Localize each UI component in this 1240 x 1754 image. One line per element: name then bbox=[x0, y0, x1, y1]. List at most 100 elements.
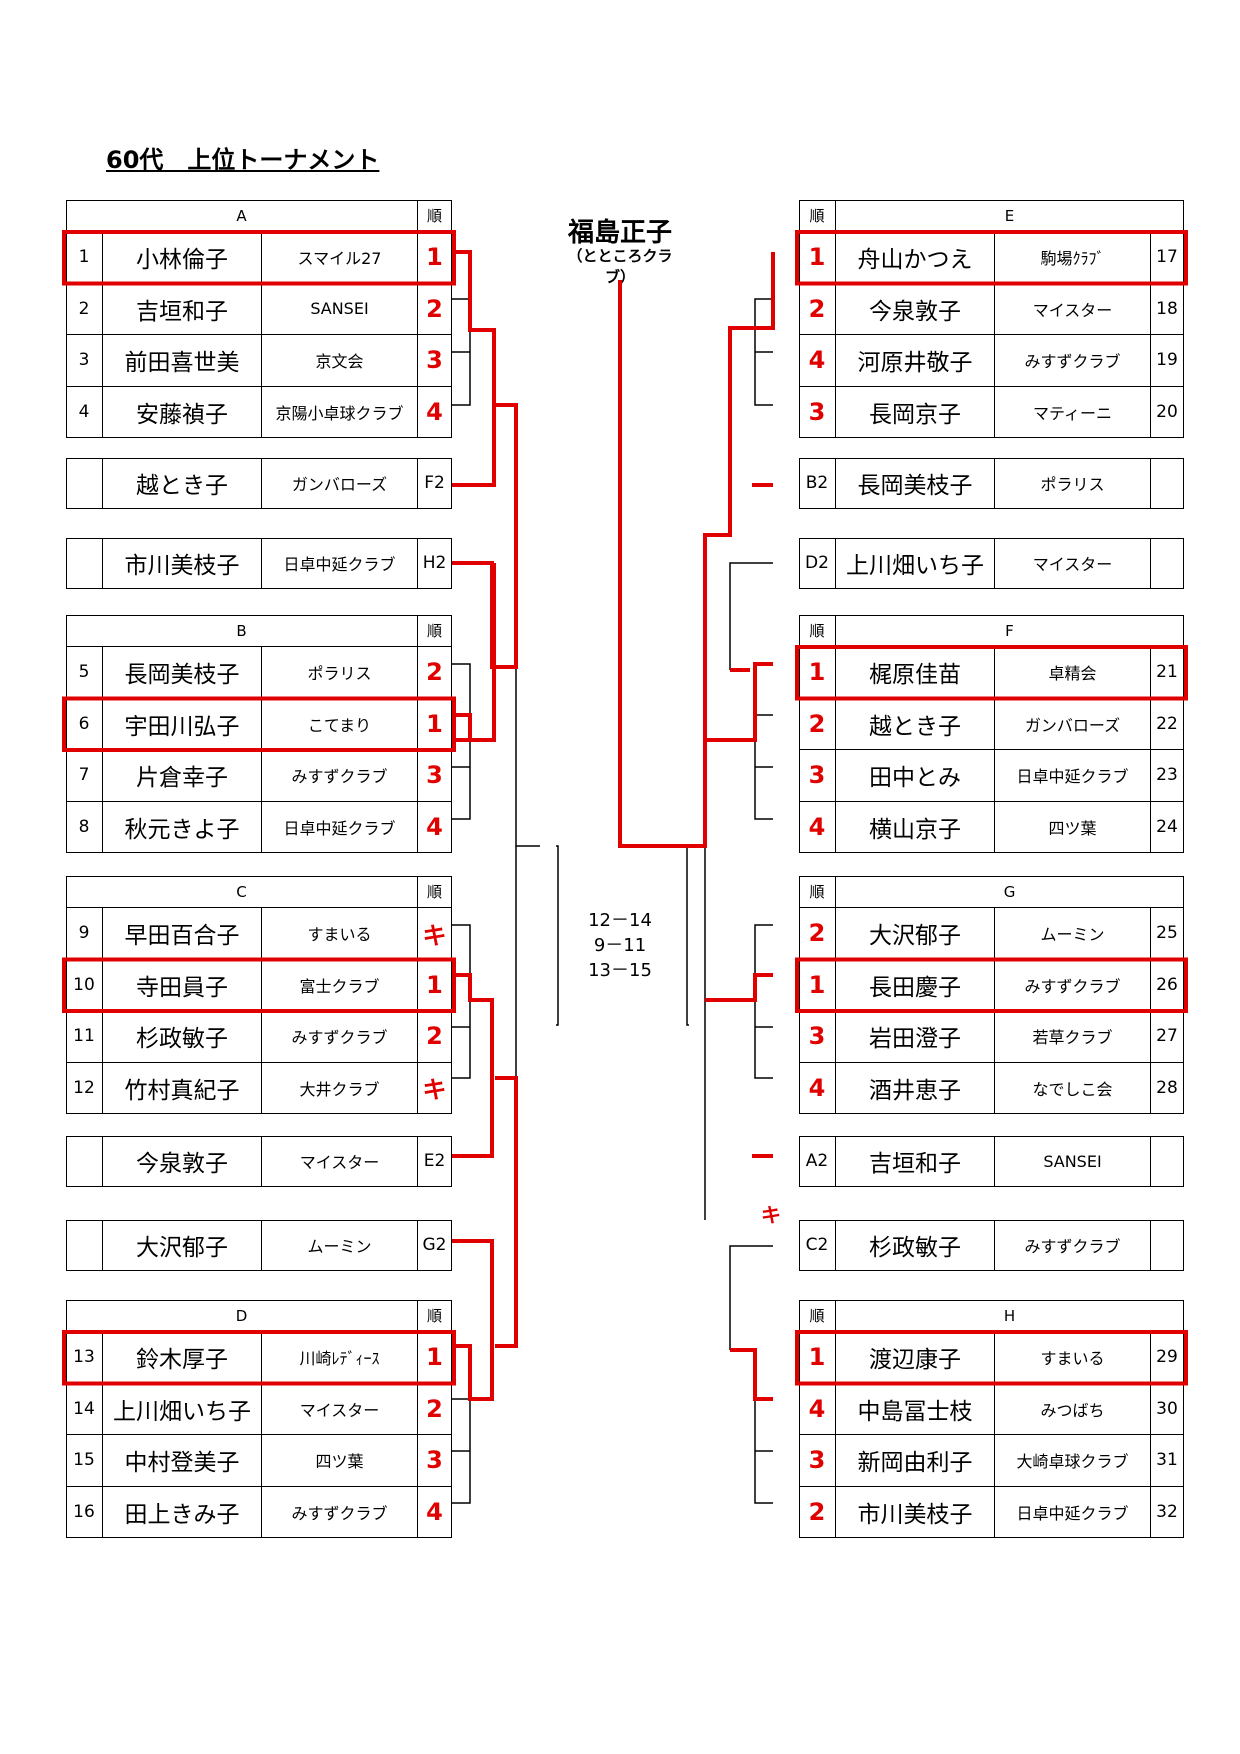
bracket-line bbox=[729, 562, 773, 670]
player-name: 市川美枝子 bbox=[836, 1486, 995, 1538]
winner-highlight bbox=[62, 1330, 456, 1386]
player-club: 大崎卓球クラブ bbox=[995, 1435, 1151, 1487]
player-name: 今泉敦子 bbox=[103, 1136, 262, 1187]
player-name: 中島冨士枝 bbox=[836, 1383, 995, 1435]
player-number: 14 bbox=[66, 1383, 103, 1435]
winner-highlight bbox=[795, 645, 1188, 701]
player-name: 酒井恵子 bbox=[836, 1062, 995, 1114]
player-number: 2 bbox=[66, 283, 103, 335]
second-place-box bbox=[799, 1220, 1184, 1271]
empty-cell bbox=[1151, 458, 1184, 509]
player-number: 8 bbox=[66, 801, 103, 853]
player-number: 31 bbox=[1151, 1435, 1184, 1487]
empty-cell bbox=[66, 1220, 103, 1271]
player-number: 4 bbox=[66, 386, 103, 438]
winner-path bbox=[452, 1239, 494, 1401]
player-rank: キ bbox=[418, 908, 452, 960]
player-rank: 4 bbox=[799, 1383, 836, 1435]
player-club: みすずクラブ bbox=[262, 1011, 418, 1063]
player-name: 早田百合子 bbox=[103, 908, 262, 960]
player-club: なでしこ会 bbox=[995, 1062, 1151, 1114]
player-club: マイスター bbox=[995, 283, 1151, 335]
player-rank: 2 bbox=[418, 1011, 452, 1063]
winner-path bbox=[495, 403, 518, 669]
second-place-box bbox=[799, 1136, 1184, 1187]
player-club: 日卓中延クラブ bbox=[995, 1486, 1151, 1538]
player-rank: 3 bbox=[799, 1435, 836, 1487]
winner-path bbox=[452, 563, 496, 742]
player-club: 京陽小卓球クラブ bbox=[262, 386, 418, 438]
second-place-box bbox=[799, 538, 1184, 589]
player-name: 杉政敏子 bbox=[103, 1011, 262, 1063]
champion-name: 福島正子 bbox=[567, 218, 672, 248]
player-club: SANSEI bbox=[262, 283, 418, 335]
player-club: ポラリス bbox=[995, 458, 1151, 509]
group-table-H bbox=[799, 1300, 1184, 1538]
player-name: 秋元きよ子 bbox=[103, 801, 262, 853]
rank-header: 順 bbox=[418, 615, 452, 647]
group-table-D bbox=[66, 1300, 452, 1538]
player-number: 16 bbox=[66, 1486, 103, 1538]
player-number: 30 bbox=[1151, 1383, 1184, 1435]
player-number: 18 bbox=[1151, 283, 1184, 335]
champion-club: （とところクラブ） bbox=[567, 247, 673, 286]
bracket-line bbox=[686, 845, 689, 1026]
player-rank: 3 bbox=[418, 1435, 452, 1487]
player-name: 今泉敦子 bbox=[836, 283, 995, 335]
page-title: 60代 上位トーナメント bbox=[106, 146, 380, 174]
player-number: 22 bbox=[1151, 698, 1184, 750]
seed-code: F2 bbox=[418, 458, 452, 509]
player-club: ガンバローズ bbox=[995, 698, 1151, 750]
player-rank: 4 bbox=[418, 801, 452, 853]
seed-code: D2 bbox=[799, 538, 836, 589]
seed-code: E2 bbox=[418, 1136, 452, 1187]
player-rank: 2 bbox=[799, 698, 836, 750]
player-club: 日卓中延クラブ bbox=[262, 538, 418, 589]
player-club: 日卓中延クラブ bbox=[262, 801, 418, 853]
winner-path bbox=[730, 1348, 773, 1401]
player-name: 前田喜世美 bbox=[103, 335, 262, 387]
winner-path bbox=[705, 662, 773, 742]
player-number: 3 bbox=[66, 335, 103, 387]
player-name: 安藤禎子 bbox=[103, 386, 262, 438]
group-table-C bbox=[66, 876, 452, 1114]
empty-cell bbox=[1151, 1136, 1184, 1187]
player-rank: 2 bbox=[799, 1486, 836, 1538]
player-name: 梶原佳苗 bbox=[836, 647, 995, 699]
score-line: 9－11 bbox=[593, 935, 647, 956]
player-name: 越とき子 bbox=[836, 698, 995, 750]
player-name: 新岡由利子 bbox=[836, 1435, 995, 1487]
winner-highlight bbox=[795, 1330, 1188, 1386]
player-number: 20 bbox=[1151, 386, 1184, 438]
player-club: ムーミン bbox=[262, 1220, 418, 1271]
rank-header: 順 bbox=[799, 876, 836, 908]
bracket-line bbox=[556, 845, 559, 1026]
player-club: マティーニ bbox=[995, 386, 1151, 438]
player-name: 大沢郁子 bbox=[103, 1220, 262, 1271]
group-table-F bbox=[799, 615, 1184, 853]
player-rank: 4 bbox=[799, 1062, 836, 1114]
empty-cell bbox=[1151, 538, 1184, 589]
player-club: 大井クラブ bbox=[262, 1062, 418, 1114]
player-club: マイスター bbox=[262, 1383, 418, 1435]
player-name: 杉政敏子 bbox=[836, 1220, 995, 1271]
player-name: 越とき子 bbox=[103, 458, 262, 509]
player-name: 市川美枝子 bbox=[103, 538, 262, 589]
player-name: 吉垣和子 bbox=[836, 1136, 995, 1187]
player-name: 上川畑いち子 bbox=[836, 538, 995, 589]
player-number: 23 bbox=[1151, 750, 1184, 802]
score-line: 12－14 bbox=[588, 910, 652, 931]
player-name: 長岡京子 bbox=[836, 386, 995, 438]
winner-path bbox=[452, 250, 496, 487]
score-box: 12－14 9－11 13－15 bbox=[560, 908, 680, 983]
rank-header: 順 bbox=[418, 876, 452, 908]
second-place-box bbox=[799, 458, 1184, 509]
seed-code: G2 bbox=[418, 1220, 452, 1271]
player-club: 日卓中延クラブ bbox=[995, 750, 1151, 802]
player-name: 田中とみ bbox=[836, 750, 995, 802]
winner-highlight bbox=[62, 230, 456, 286]
second-place-box bbox=[66, 1220, 452, 1271]
player-rank: 4 bbox=[418, 1486, 452, 1538]
seed-code: C2 bbox=[799, 1220, 836, 1271]
player-rank: 4 bbox=[799, 801, 836, 853]
